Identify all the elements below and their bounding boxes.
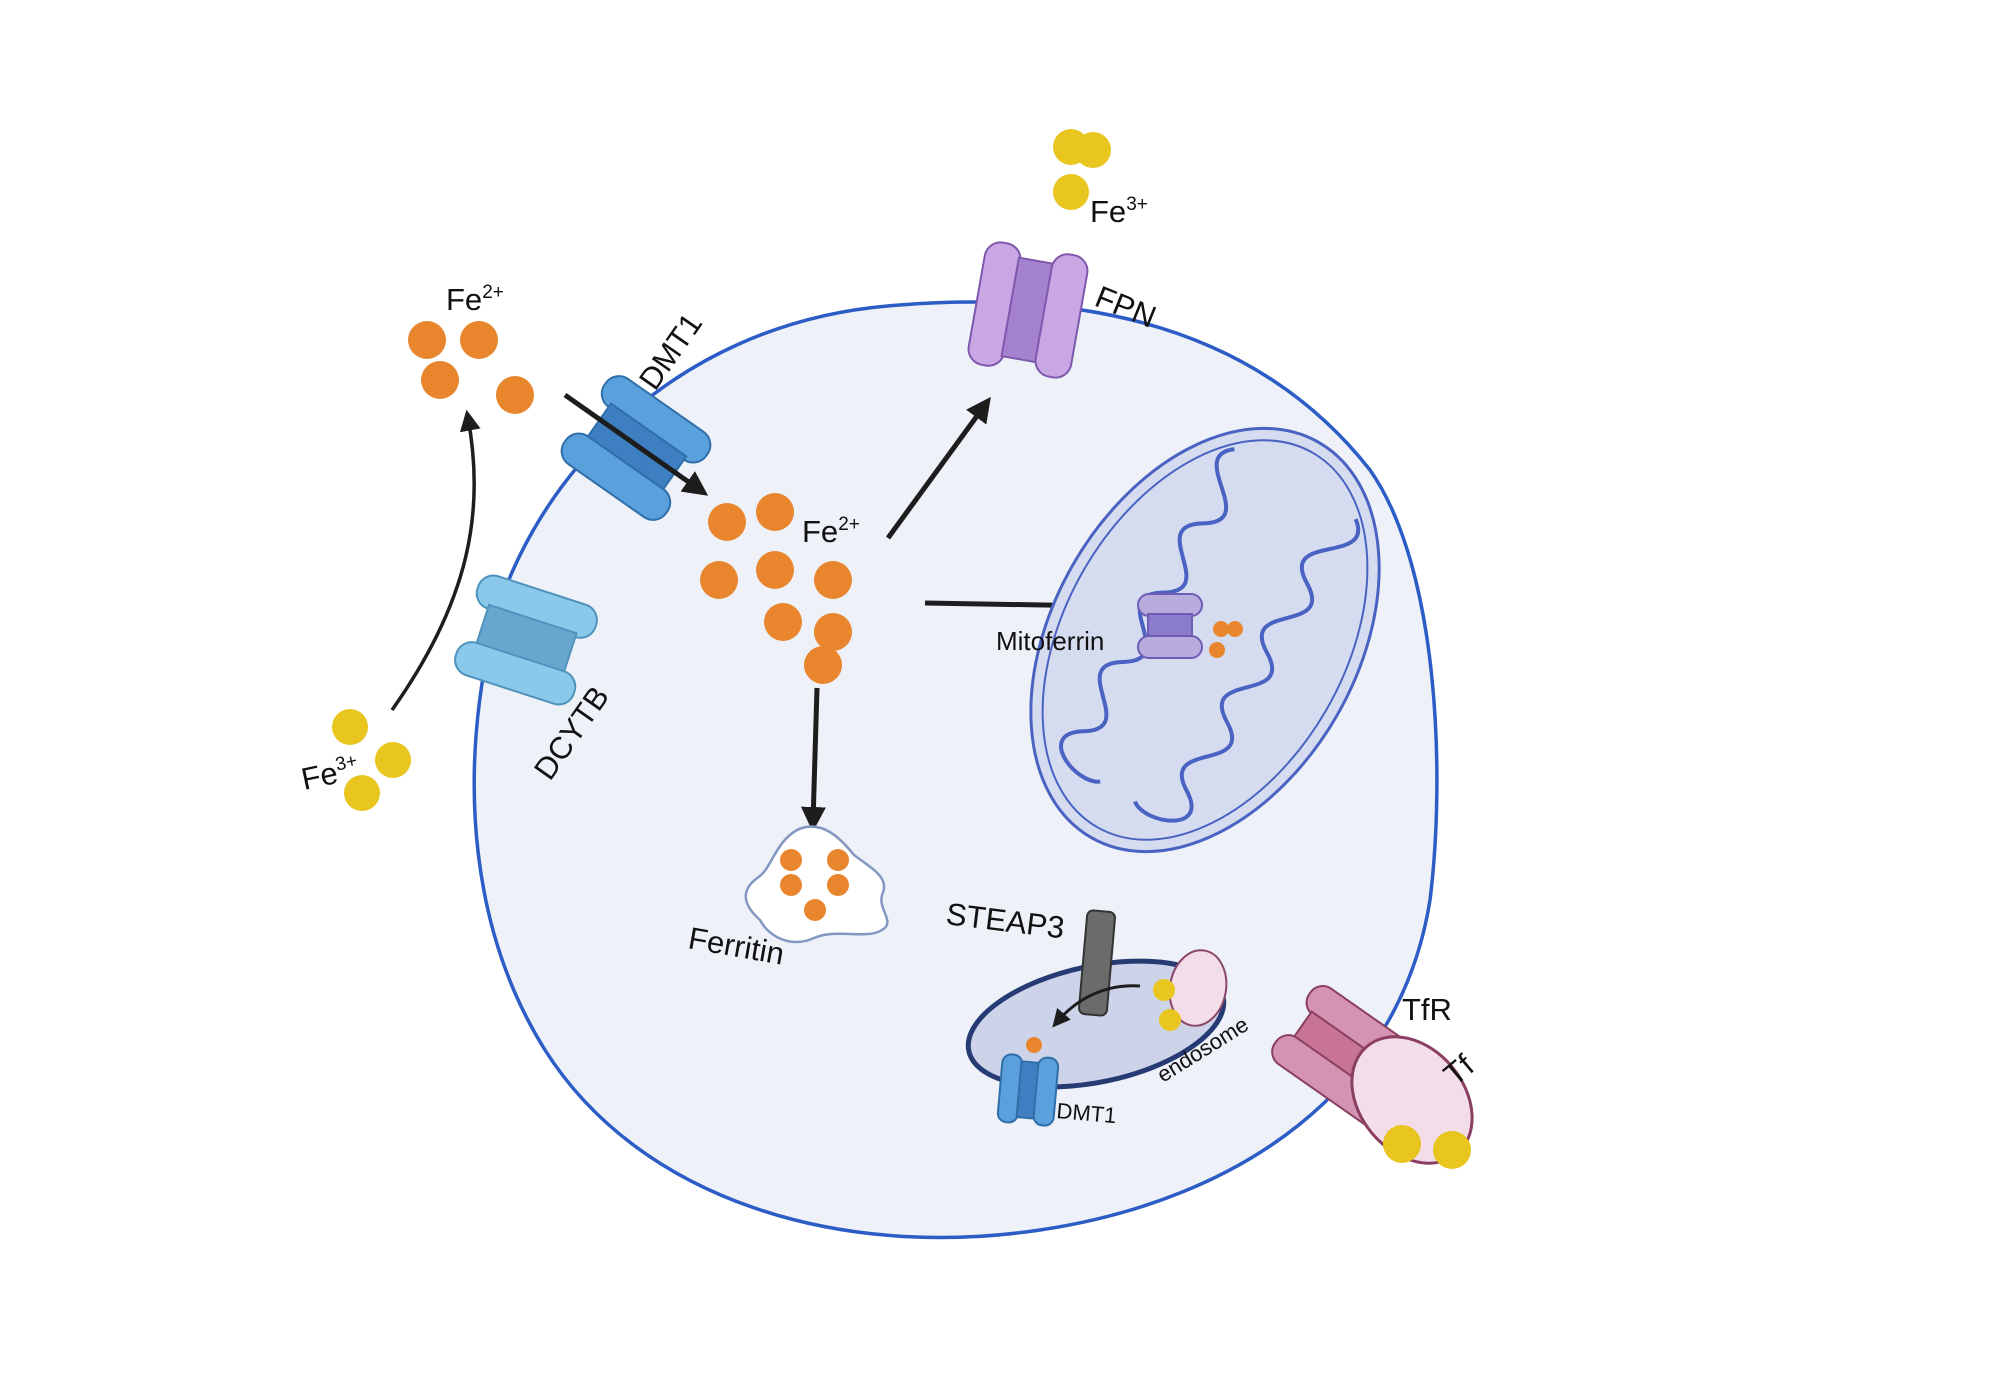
fe3-extracellular-left-cluster [332,709,411,811]
fe3-top-label: Fe3+ [1090,194,1148,229]
fe3-left-label: Fe3+ [298,751,362,797]
tfr-label: TfR [1402,992,1452,1027]
mitoferrin-channel-icon [1137,593,1203,659]
fe2-mitochondrial-cluster [1209,621,1243,658]
dmt1-endosomal-channel-icon [996,1053,1060,1127]
fe3-endosomal-1 [1153,979,1175,1001]
dmt1-endosomal-label: DMT1 [1056,1098,1118,1128]
export-arrow [885,396,991,540]
fe3-extracellular-top-cluster [1053,129,1111,210]
fe2-endosomal [1026,1037,1042,1053]
fe3-endosomal-2 [1159,1009,1181,1031]
endosomal-reduction-arrow [1052,984,1141,1028]
storage-arrow [800,687,826,832]
dmt1-import-arrow [563,392,709,496]
fpn-channel-icon [967,241,1089,379]
mitochondrion-icon [1029,426,1381,854]
fe2-extracellular-label: Fe2+ [446,282,504,317]
fe2-extracellular-cluster [408,321,534,414]
fe2-cytosolic-label: Fe2+ [802,514,860,549]
reduction-arrow [390,409,481,712]
mitoferrin-label: Mitoferrin [996,626,1104,656]
fe3-tf-1 [1383,1125,1421,1163]
dcytb-channel-icon [454,574,598,706]
fe2-cytosolic-cluster [700,493,852,684]
fe2-ferritin-cluster [780,849,849,921]
fe3-tf-2 [1433,1131,1471,1169]
